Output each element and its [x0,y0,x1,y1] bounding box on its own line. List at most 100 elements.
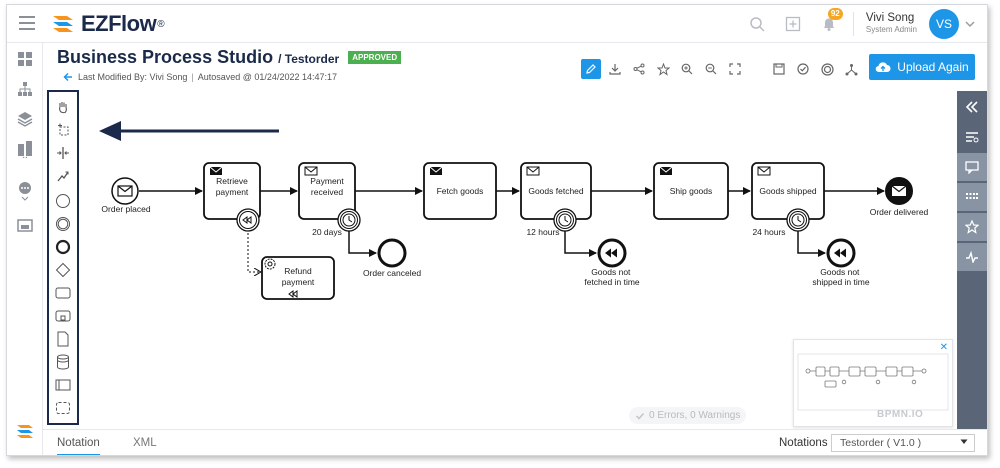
last-modified-text: Last Modified By: Vivi Song [78,72,188,82]
star-icon[interactable] [653,59,673,79]
network-icon[interactable] [841,59,861,79]
collapse-panel-icon[interactable] [957,93,987,121]
app-name: EZFlow [81,11,157,36]
label-order-delivered: Order delivered [870,207,929,217]
notations-selected-value: Testorder ( V1.0 ) [840,437,922,449]
label-line-1: Payment [310,176,344,186]
data-object-icon[interactable] [54,330,72,348]
notations-select[interactable]: Testorder ( V1.0 ) [831,434,975,452]
label-line: Goods not [591,267,631,277]
download-icon[interactable] [605,59,625,79]
compensation-boundary-event[interactable] [236,208,260,232]
favorite-star-icon[interactable] [957,213,987,241]
start-event-icon[interactable] [54,192,72,210]
label-goods-not-fetched: Goods not fetched in time [584,267,640,287]
label-line-2: received [311,187,343,197]
sequence-flows [139,187,885,257]
notification-bell-icon[interactable]: 92 [819,8,843,34]
properties-settings-icon[interactable] [957,123,987,151]
task-payment-received[interactable] [298,162,356,220]
timer-boundary-event-payment[interactable] [337,208,361,232]
app-window: EZFlow® 92 Vivi Song System Admin VS [6,4,988,456]
ezflow-logo-icon [53,16,73,32]
task-fetch-goods[interactable] [423,162,497,220]
end-event-icon[interactable] [54,238,72,256]
registered-mark: ® [157,18,165,30]
label-line: fetched in time [584,277,640,287]
tab-xml[interactable]: XML [133,437,157,449]
buildings-icon[interactable] [15,139,35,159]
hand-tool-icon[interactable] [54,98,72,116]
check-icon [635,412,645,420]
timer-label-payment: 20 days [312,227,342,237]
deploy-icon[interactable] [817,59,837,79]
menu-icon[interactable] [19,16,35,30]
zoom-in-icon[interactable] [677,59,697,79]
more-options-icon[interactable] [15,181,35,201]
page-title: Business Process Studio / Testorder APPR… [57,47,402,68]
intermediate-event-icon[interactable] [54,215,72,233]
add-icon[interactable] [783,14,803,34]
connect-tool-icon[interactable] [54,167,72,185]
user-info[interactable]: Vivi Song System Admin [866,12,917,36]
space-tool-icon[interactable] [54,144,72,162]
search-icon[interactable] [747,14,767,34]
minimap[interactable]: ✕ [793,339,953,427]
app-logo[interactable]: EZFlow® [51,10,165,38]
label-goods-shipped: Goods shipped [759,186,816,196]
back-arrow-icon[interactable] [63,72,73,82]
printer-icon[interactable] [15,215,35,235]
notations-label: Notations [779,437,828,449]
task-icon[interactable] [54,284,72,302]
user-name: Vivi Song [865,12,915,24]
gateway-icon[interactable] [54,261,72,279]
end-event-order-delivered[interactable] [885,177,913,205]
close-icon[interactable]: ✕ [939,342,948,353]
zoom-out-icon[interactable] [701,59,721,79]
share-icon[interactable] [629,59,649,79]
layers-icon[interactable] [15,109,35,129]
group-icon[interactable] [54,399,72,417]
pool-icon[interactable] [54,376,72,394]
process-name: / Testorder [278,52,340,66]
edit-pencil-icon[interactable] [581,59,601,79]
subprocess-icon[interactable] [54,307,72,325]
avatar[interactable]: VS [929,9,959,39]
hierarchy-icon[interactable] [15,79,35,99]
label-line-2: payment [216,187,249,197]
end-event-order-canceled[interactable] [377,238,407,268]
fit-screen-icon[interactable] [725,59,745,79]
start-event-order-placed[interactable] [111,177,139,205]
timer-boundary-event-fetch[interactable] [553,208,577,232]
keyboard-icon[interactable] [957,183,987,211]
save-icon[interactable] [769,59,789,79]
compensation-association [247,233,261,272]
dashboard-grid-icon[interactable] [15,49,35,69]
task-retrieve-payment[interactable] [203,162,261,220]
label-goods-fetched: Goods fetched [528,186,584,196]
element-palette [47,90,79,425]
tab-notation[interactable]: Notation [57,437,100,455]
end-event-goods-not-shipped[interactable] [826,238,856,268]
upload-again-button[interactable]: Upload Again [869,54,975,80]
data-store-icon[interactable] [54,353,72,371]
divider [852,12,854,36]
lasso-tool-icon[interactable] [54,121,72,139]
ezflow-small-logo-icon[interactable] [12,418,38,449]
chevron-down-icon [960,439,968,444]
timer-boundary-event-ship[interactable] [786,208,810,232]
task-refund-payment[interactable] [261,256,335,300]
left-nav-rail [7,43,43,455]
activity-pulse-icon[interactable] [957,243,987,271]
validate-check-icon[interactable] [793,59,813,79]
end-event-goods-not-fetched[interactable] [597,238,627,268]
chevron-down-icon[interactable] [965,20,975,28]
comments-icon[interactable] [957,153,987,181]
timer-label-ship: 24 hours [752,227,785,237]
validation-status[interactable]: 0 Errors, 0 Warnings [629,407,747,424]
task-ship-goods[interactable] [653,162,729,220]
